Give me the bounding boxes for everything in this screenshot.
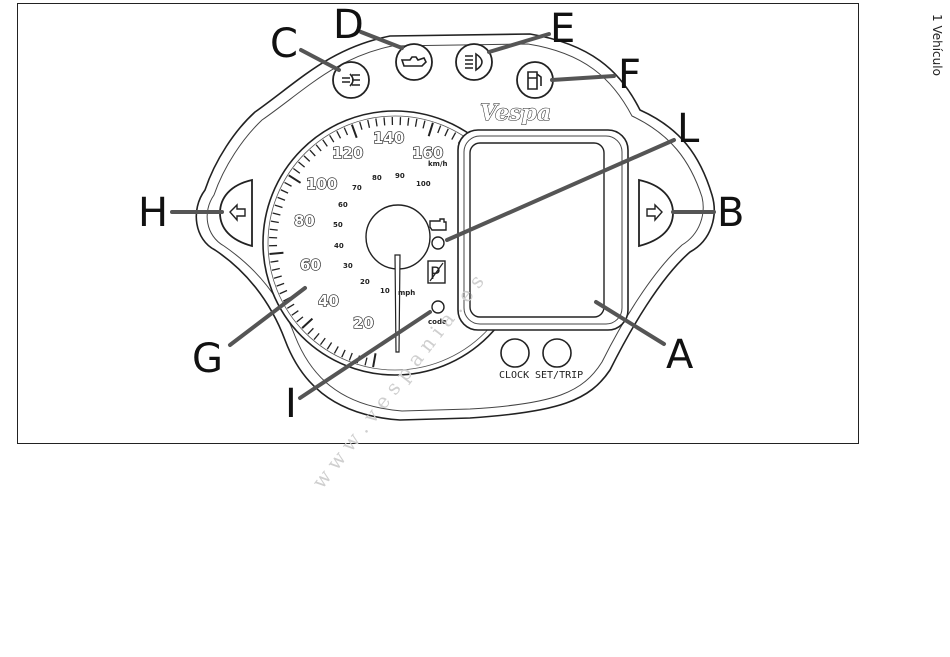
kmh-label-140: 140 [373, 129, 404, 147]
clock-button-label: CLOCK [499, 370, 529, 381]
mph-label-100: 100 [416, 180, 431, 188]
callout-G: G [192, 336, 223, 382]
low-beam-icon [456, 44, 492, 80]
mph-label-40: 40 [334, 242, 344, 250]
speedo-tick [269, 253, 283, 254]
mph-label-30: 30 [343, 262, 353, 270]
callout-D: D [333, 2, 364, 48]
set-trip-button[interactable] [543, 339, 571, 367]
mph-label-20: 20 [360, 278, 370, 286]
speedo-needle [395, 255, 400, 352]
callout-L: L [677, 106, 700, 152]
kmh-unit-label: km/h [428, 160, 448, 168]
kmh-label-20: 20 [353, 314, 374, 332]
callout-F: F [618, 52, 641, 98]
mph-label-50: 50 [333, 221, 343, 229]
kmh-label-100: 100 [306, 175, 337, 193]
kmh-label-60: 60 [300, 256, 321, 274]
brand-logo: Vespa [480, 100, 551, 126]
callout-A: A [666, 332, 694, 378]
speedo-tick [270, 229, 278, 230]
callout-H: H [138, 190, 168, 236]
parking-indicator: P [428, 261, 445, 284]
mph-unit-label: mph [398, 289, 415, 297]
high-beam-icon [333, 62, 369, 98]
clock-button[interactable] [501, 339, 529, 367]
mph-label-90: 90 [395, 172, 405, 180]
set-trip-button-label: SET/TRIP [535, 370, 583, 381]
mph-label-60: 60 [338, 201, 348, 209]
callout-E: E [550, 6, 575, 52]
fuel-pump-icon [517, 62, 553, 98]
speedo-tick [384, 117, 385, 125]
callout-C: C [270, 21, 298, 67]
mph-label-80: 80 [372, 174, 382, 182]
engine-warning-lamp [432, 237, 444, 249]
kmh-label-120: 120 [332, 144, 363, 162]
callout-I: I [285, 381, 297, 427]
lcd-display [458, 130, 628, 330]
kmh-label-80: 80 [294, 212, 315, 230]
callout-B: B [717, 190, 744, 236]
mph-label-70: 70 [352, 184, 362, 192]
kmh-label-40: 40 [318, 292, 339, 310]
speedo-tick [408, 118, 409, 126]
mph-label-10: 10 [380, 287, 390, 295]
